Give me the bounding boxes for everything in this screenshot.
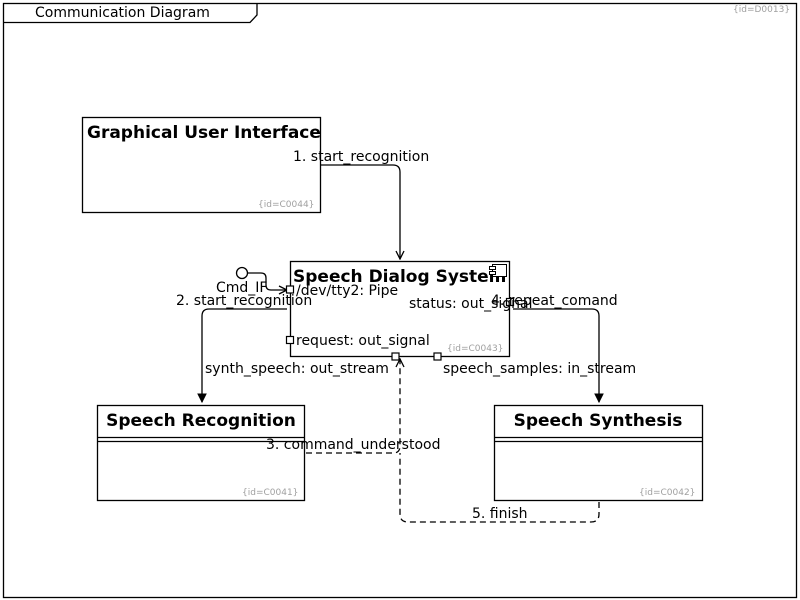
message-1-label: 1. start_recognition (293, 149, 429, 165)
component-id-tag: {id=C0041} (242, 488, 298, 498)
message-2-label: 2. start_recognition (176, 293, 312, 309)
cmd-if-interface-icon (235, 266, 249, 280)
message-4-label: 4. repeat_comand (491, 293, 618, 309)
component-title: Speech Recognition (106, 411, 296, 431)
cmd-if-connector (248, 272, 287, 290)
port-request[interactable] (285, 335, 295, 345)
frame-title-tab (3, 3, 258, 24)
port-status[interactable] (505, 297, 515, 307)
component-title: Graphical User Interface (87, 123, 321, 143)
component-graphical-user-interface[interactable]: Graphical User Interface {id=C0044} (81, 116, 322, 214)
component-title: Speech Dialog System (293, 267, 506, 287)
component-speech-recognition[interactable]: Speech Recognition {id=C0041} (96, 404, 306, 502)
component-id-tag: {id=C0042} (639, 488, 695, 498)
component-title: Speech Synthesis (514, 411, 683, 431)
tty-pipe-label: /dev/tty2: Pipe (296, 283, 398, 299)
component-icon (489, 264, 507, 277)
port-speech-samples[interactable] (433, 352, 442, 361)
frame-title: Communication Diagram (35, 5, 210, 21)
component-id-tag: {id=C0044} (258, 200, 314, 210)
message-5-label: 5. finish (472, 506, 528, 522)
connector-command-understood (306, 359, 400, 454)
connector-repeat-comand (513, 308, 599, 402)
connector-start-recognition-2 (202, 308, 287, 402)
cmd-if-label: Cmd_IF (216, 280, 267, 296)
component-id-tag: {id=C0043} (447, 344, 503, 354)
frame-id-tag: {id=D0013} (733, 5, 790, 15)
request-port-label: request: out_signal (296, 333, 430, 349)
speech-samples-port-label: speech_samples: in_stream (443, 361, 636, 377)
port-tty-pipe[interactable] (285, 285, 295, 294)
status-port-label: status: out_signal (409, 296, 533, 312)
connector-finish (399, 453, 600, 523)
component-speech-synthesis[interactable]: Speech Synthesis {id=C0042} (493, 404, 704, 502)
synth-speech-port-label: synth_speech: out_stream (205, 361, 389, 377)
connector-start-recognition-1 (321, 164, 400, 259)
port-synth-speech[interactable] (391, 352, 400, 361)
message-3-label: 3. command_understood (266, 437, 441, 453)
component-speech-dialog-system[interactable]: Speech Dialog System {id=C0043} (289, 260, 511, 358)
